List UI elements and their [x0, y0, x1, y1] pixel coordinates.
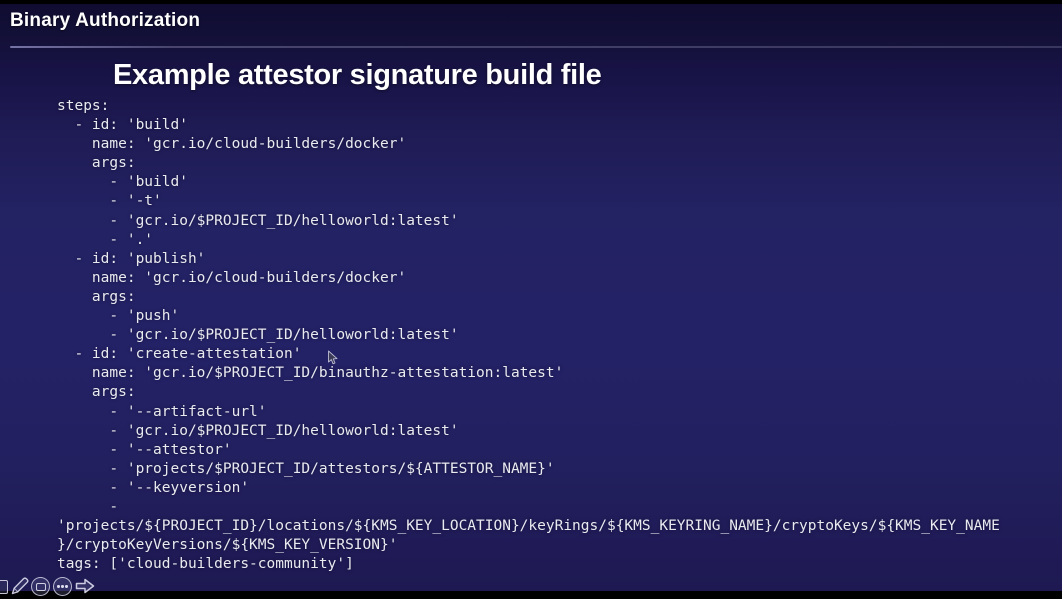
ellipsis-glyph	[61, 585, 64, 588]
code-line: args:	[57, 288, 136, 305]
code-line: }/cryptoKeyVersions/${KMS_KEY_VERSION}'	[57, 537, 398, 554]
code-line: tags: ['cloud-builders-community']	[57, 556, 354, 573]
slide-kicker: Binary Authorization	[10, 10, 201, 31]
code-line: 'projects/${PROJECT_ID}/locations/${KMS_…	[57, 518, 1000, 535]
pencil-icon[interactable]	[9, 575, 31, 597]
slide-background: Binary Authorization Example attestor si…	[0, 4, 1062, 596]
code-line: - 'gcr.io/$PROJECT_ID/helloworld:latest'	[57, 212, 459, 229]
code-line: - 'push'	[57, 308, 180, 325]
code-line: - 'projects/$PROJECT_ID/attestors/${ATTE…	[57, 460, 555, 477]
code-line: name: 'gcr.io/cloud-builders/docker'	[57, 136, 407, 153]
code-line: - '--attestor'	[57, 441, 232, 458]
code-line: - '--artifact-url'	[57, 403, 267, 420]
ellipsis-icon[interactable]	[53, 577, 72, 596]
window-glyph	[35, 582, 46, 591]
code-line: - id: 'publish'	[57, 250, 206, 267]
code-line: name: 'gcr.io/cloud-builders/docker'	[57, 269, 407, 286]
forward-arrow-icon[interactable]	[74, 576, 96, 596]
code-line: args:	[57, 155, 136, 172]
code-line: - id: 'create-attestation'	[57, 346, 302, 363]
code-line: - 'build'	[57, 174, 188, 191]
code-line: -	[57, 498, 119, 515]
window-icon[interactable]	[31, 577, 50, 596]
code-line: - '-t'	[57, 193, 162, 210]
header-divider	[10, 46, 1062, 48]
square-icon[interactable]	[0, 580, 8, 594]
code-line: - '--keyversion'	[57, 479, 250, 496]
slide-title: Example attestor signature build file	[113, 59, 602, 91]
code-line: name: 'gcr.io/$PROJECT_ID/binauthz-attes…	[57, 365, 564, 382]
code-line: - 'gcr.io/$PROJECT_ID/helloworld:latest'	[57, 327, 459, 344]
code-line: - '.'	[57, 231, 154, 248]
mouse-cursor-icon	[328, 350, 338, 365]
code-line: args:	[57, 384, 136, 401]
code-line: - 'gcr.io/$PROJECT_ID/helloworld:latest'	[57, 422, 459, 439]
code-line: - id: 'build'	[57, 117, 188, 134]
code-block: steps: - id: 'build' name: 'gcr.io/cloud…	[57, 97, 1000, 574]
code-line: steps:	[57, 98, 110, 114]
